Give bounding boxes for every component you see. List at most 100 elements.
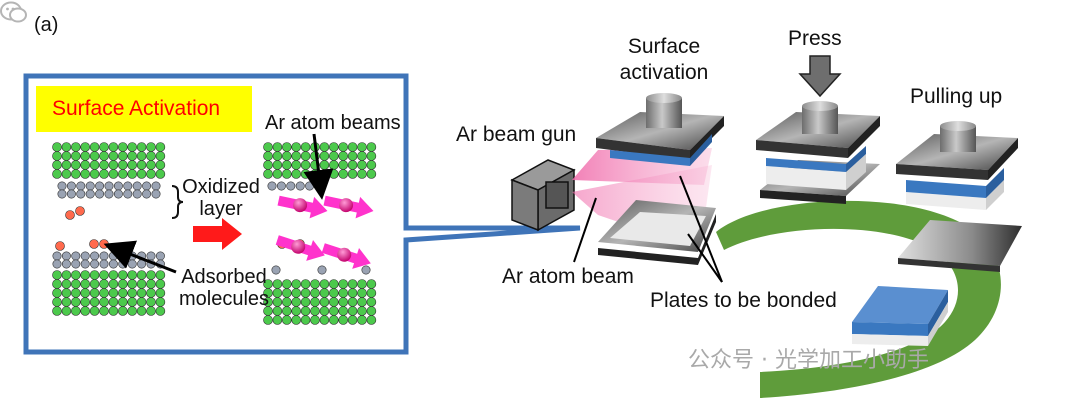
green-atom (272, 151, 283, 161)
green-atom (155, 270, 166, 280)
ar-beam-arrows (275, 195, 374, 269)
green-atom (127, 279, 137, 289)
oxide-atom (146, 251, 156, 261)
green-atom (89, 160, 100, 170)
green-atom (272, 160, 283, 170)
green-atom (291, 315, 302, 325)
green-atom (366, 151, 377, 161)
oxidized-layer-label: Oxidized layer (182, 176, 260, 220)
green-atom (357, 142, 367, 152)
green-atom (328, 151, 339, 161)
green-atom (61, 288, 72, 298)
green-atom (52, 297, 62, 307)
transfer-ring (716, 200, 1001, 398)
green-atom (146, 297, 156, 307)
activation-stack (596, 93, 724, 265)
green-atom (366, 306, 377, 316)
green-atom (310, 306, 320, 316)
green-atom (300, 151, 311, 161)
green-atom (99, 160, 109, 170)
green-atom (118, 279, 128, 289)
green-atom (366, 279, 377, 289)
oxide-atom (155, 251, 165, 261)
green-atom (300, 142, 311, 152)
green-atom (366, 142, 377, 152)
wechat-icon (0, 1, 27, 23)
adsorbed-pointer-arrow (103, 240, 177, 274)
oxide-atom (113, 189, 123, 199)
green-atom (155, 288, 166, 298)
green-atom (263, 315, 273, 325)
green-atom (61, 160, 72, 170)
oxide-atom (108, 251, 118, 261)
watermark-text: 公众号 · 光学加工小助手 (688, 348, 929, 373)
green-atom (136, 169, 147, 179)
green-atom (89, 142, 100, 152)
oxide-atom (99, 259, 109, 269)
green-atom (281, 151, 292, 161)
pulling-up-label: Pulling up (910, 85, 1003, 108)
oxide-atom (76, 181, 86, 191)
green-atom (61, 151, 72, 161)
oxide-atom (71, 259, 81, 269)
oxidized-brace (171, 185, 184, 219)
oxide-atom (66, 181, 76, 191)
green-atom (52, 160, 62, 170)
green-atom (61, 297, 72, 307)
green-atom (291, 306, 302, 316)
oxide-atom (85, 189, 95, 199)
green-atom (52, 288, 62, 298)
green-atom (80, 142, 90, 152)
green-atom (347, 160, 358, 170)
green-atom (127, 288, 137, 298)
green-atom (52, 270, 62, 280)
green-atom (263, 151, 273, 161)
green-atom (71, 279, 81, 289)
green-atom (52, 279, 62, 289)
oxide-atom (99, 251, 109, 261)
oxide-atom (66, 189, 76, 199)
green-atom (118, 169, 128, 179)
green-atom (99, 288, 109, 298)
green-atom (272, 315, 283, 325)
green-atom (366, 288, 377, 298)
oxide-atom (61, 259, 71, 269)
green-atom (272, 306, 283, 316)
oxide-atom (95, 181, 105, 191)
green-atom (127, 306, 137, 316)
green-atom (71, 169, 81, 179)
green-atom (136, 160, 147, 170)
green-atom (80, 160, 90, 170)
green-atom (89, 297, 100, 307)
ar-beam-gun (510, 159, 576, 232)
green-atom (347, 279, 358, 289)
green-atom (357, 297, 367, 307)
green-atom (155, 160, 166, 170)
green-atom (80, 288, 90, 298)
green-atom (291, 297, 302, 307)
green-atom (80, 279, 90, 289)
green-atom (366, 160, 377, 170)
green-atom (328, 279, 339, 289)
green-atom (136, 297, 147, 307)
green-atom (328, 315, 339, 325)
green-atom (146, 151, 156, 161)
green-atom (291, 142, 302, 152)
green-atom (99, 279, 109, 289)
green-atom (281, 306, 292, 316)
green-atom (357, 160, 367, 170)
green-atom (155, 169, 166, 179)
green-atom (52, 169, 62, 179)
adsorbed-atom (65, 210, 75, 220)
green-atom (319, 279, 330, 289)
inset-title-box: Surface Activation (36, 86, 252, 132)
green-atom (89, 306, 100, 316)
green-atom (319, 288, 330, 298)
ar-beams-pointer-arrow (303, 133, 334, 200)
green-atom (146, 142, 156, 152)
green-atom (89, 151, 100, 161)
green-atom (146, 288, 156, 298)
oxide-atom (118, 259, 128, 269)
green-atom (319, 142, 330, 152)
oxide-atom (57, 189, 67, 199)
